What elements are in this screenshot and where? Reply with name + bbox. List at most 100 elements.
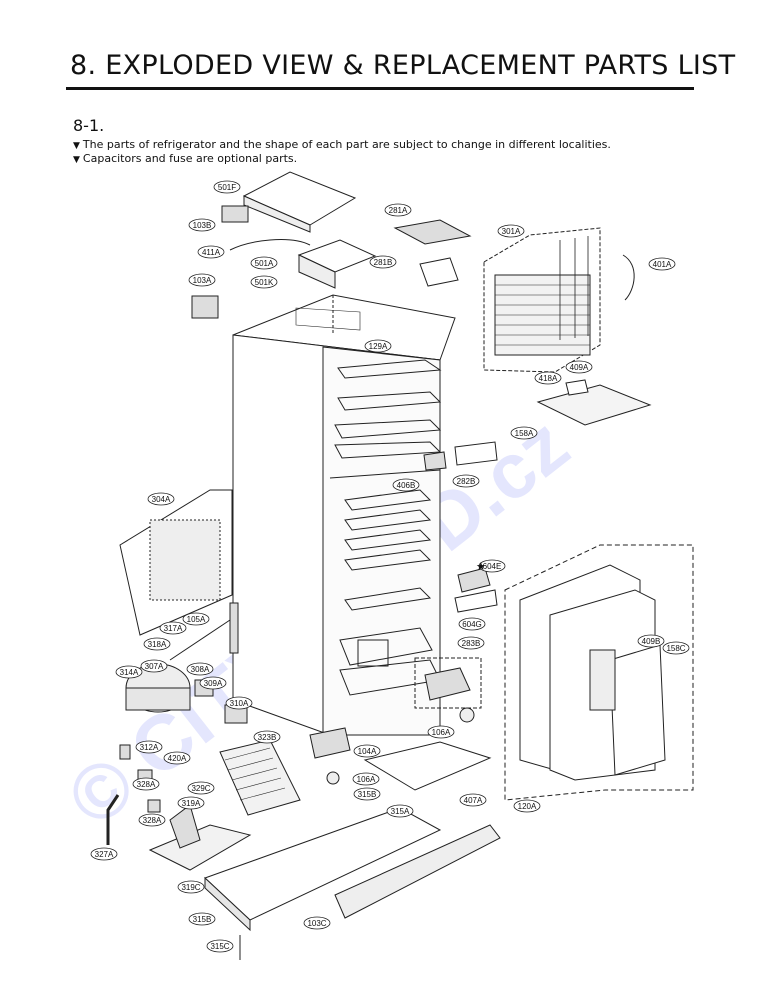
part-label-604E: 604E★ <box>476 559 506 573</box>
part-label-501F: 501F <box>213 180 241 194</box>
evaporator <box>483 227 652 426</box>
triangle-bullet-icon: ▼ <box>73 141 80 151</box>
svg-text:317A: 317A <box>164 624 183 633</box>
svg-text:318A: 318A <box>148 640 167 649</box>
svg-text:103B: 103B <box>193 221 212 230</box>
part-label-105A: 105A <box>182 612 210 626</box>
svg-text:319A: 319A <box>182 799 201 808</box>
svg-text:407A: 407A <box>464 796 483 805</box>
part-label-312A: 312A <box>135 740 163 754</box>
part-label-329C: 329C <box>187 781 215 795</box>
part-label-420A: 420A <box>163 751 191 765</box>
part-label-308A: 308A <box>186 662 214 676</box>
svg-text:282B: 282B <box>457 477 476 486</box>
svg-text:411A: 411A <box>202 248 221 257</box>
part-label-129A: 129A <box>364 339 392 353</box>
svg-text:281A: 281A <box>389 206 408 215</box>
svg-text:312A: 312A <box>140 743 159 752</box>
part-label-323B: 323B <box>253 730 281 744</box>
part-label-158C: 158C <box>662 641 690 655</box>
svg-text:409A: 409A <box>570 363 589 372</box>
part-label-158A: 158A <box>510 426 538 440</box>
part-label-315A: 315A <box>386 804 414 818</box>
hinge-parts <box>423 441 498 471</box>
door-assembly <box>454 544 694 801</box>
svg-text:★: ★ <box>476 560 486 573</box>
svg-text:120A: 120A <box>518 802 537 811</box>
part-label-319C: 319C <box>177 880 205 894</box>
part-label-282B: 282B <box>452 474 480 488</box>
part-label-407A: 407A <box>459 793 487 807</box>
svg-text:604G: 604G <box>462 620 482 629</box>
svg-text:604E: 604E <box>483 562 502 571</box>
base-assembly <box>148 741 501 960</box>
note-optional: ▼Capacitors and fuse are optional parts. <box>73 152 297 165</box>
svg-text:418A: 418A <box>539 374 558 383</box>
part-label-604G: 604G <box>458 617 486 631</box>
svg-text:310A: 310A <box>230 699 249 708</box>
part-label-103C: 103C <box>303 916 331 930</box>
part-label-103B: 103B <box>188 218 216 232</box>
svg-text:319C: 319C <box>181 883 200 892</box>
svg-text:281B: 281B <box>374 258 393 267</box>
svg-text:309A: 309A <box>204 679 223 688</box>
svg-text:315B: 315B <box>193 915 212 924</box>
svg-text:158A: 158A <box>515 429 534 438</box>
part-label-327A: 327A <box>90 847 118 861</box>
part-label-406B: 406B <box>392 478 420 492</box>
svg-text:409B: 409B <box>642 637 661 646</box>
svg-text:501A: 501A <box>255 259 274 268</box>
part-label-401A: 401A <box>648 257 676 271</box>
svg-text:308A: 308A <box>191 665 210 674</box>
svg-text:103A: 103A <box>193 276 212 285</box>
svg-text:129A: 129A <box>369 342 388 351</box>
svg-text:501K: 501K <box>255 278 274 287</box>
svg-text:501F: 501F <box>218 183 236 192</box>
svg-text:106A: 106A <box>432 728 451 737</box>
control-box <box>191 171 472 319</box>
cabinet <box>232 294 456 736</box>
svg-text:315C: 315C <box>210 942 229 951</box>
page-title: 8. EXPLODED VIEW & REPLACEMENT PARTS LIS… <box>70 50 736 81</box>
part-label-120A: 120A <box>513 799 541 813</box>
svg-text:328A: 328A <box>137 780 156 789</box>
svg-text:304A: 304A <box>152 495 171 504</box>
svg-text:328A: 328A <box>143 816 162 825</box>
svg-text:158C: 158C <box>666 644 685 653</box>
triangle-bullet-icon: ▼ <box>73 155 80 165</box>
part-label-409B: 409B <box>637 634 665 648</box>
compressor-assembly <box>106 602 482 845</box>
part-label-283B: 283B <box>457 636 485 650</box>
part-label-304A: 304A <box>147 492 175 506</box>
section-number: 8-1. <box>73 116 105 135</box>
part-label-281A: 281A <box>384 203 412 217</box>
svg-text:315B: 315B <box>358 790 377 799</box>
part-label-314A: 314A <box>115 665 143 679</box>
part-callouts: 501F 103B 411A 501A 501K 103A 281A 281B … <box>90 180 690 953</box>
part-label-315C: 315C <box>206 939 234 953</box>
part-label-106A: 106A <box>427 725 455 739</box>
part-label-317A: 317A <box>159 621 187 635</box>
part-label-409A: 409A <box>565 360 593 374</box>
svg-text:327A: 327A <box>95 850 114 859</box>
svg-text:315A: 315A <box>391 807 410 816</box>
note-text: The parts of refrigerator and the shape … <box>82 138 611 151</box>
part-label-315B: 315B <box>353 787 381 801</box>
svg-text:307A: 307A <box>145 662 164 671</box>
svg-text:106A: 106A <box>357 775 376 784</box>
back-cover <box>119 489 233 636</box>
note-localities: ▼The parts of refrigerator and the shape… <box>73 138 611 151</box>
part-label-319A: 319A <box>177 796 205 810</box>
part-label-328A-lower: 328A <box>138 813 166 827</box>
part-label-501A: 501A <box>250 256 278 270</box>
svg-text:104A: 104A <box>358 747 377 756</box>
svg-text:301A: 301A <box>502 227 521 236</box>
part-label-310A: 310A <box>225 696 253 710</box>
part-label-307A: 307A <box>140 659 168 673</box>
part-label-411A: 411A <box>197 245 225 259</box>
svg-text:329C: 329C <box>191 784 210 793</box>
part-label-501K: 501K <box>250 275 278 289</box>
part-label-104A: 104A <box>353 744 381 758</box>
svg-text:420A: 420A <box>168 754 187 763</box>
svg-text:401A: 401A <box>653 260 672 269</box>
